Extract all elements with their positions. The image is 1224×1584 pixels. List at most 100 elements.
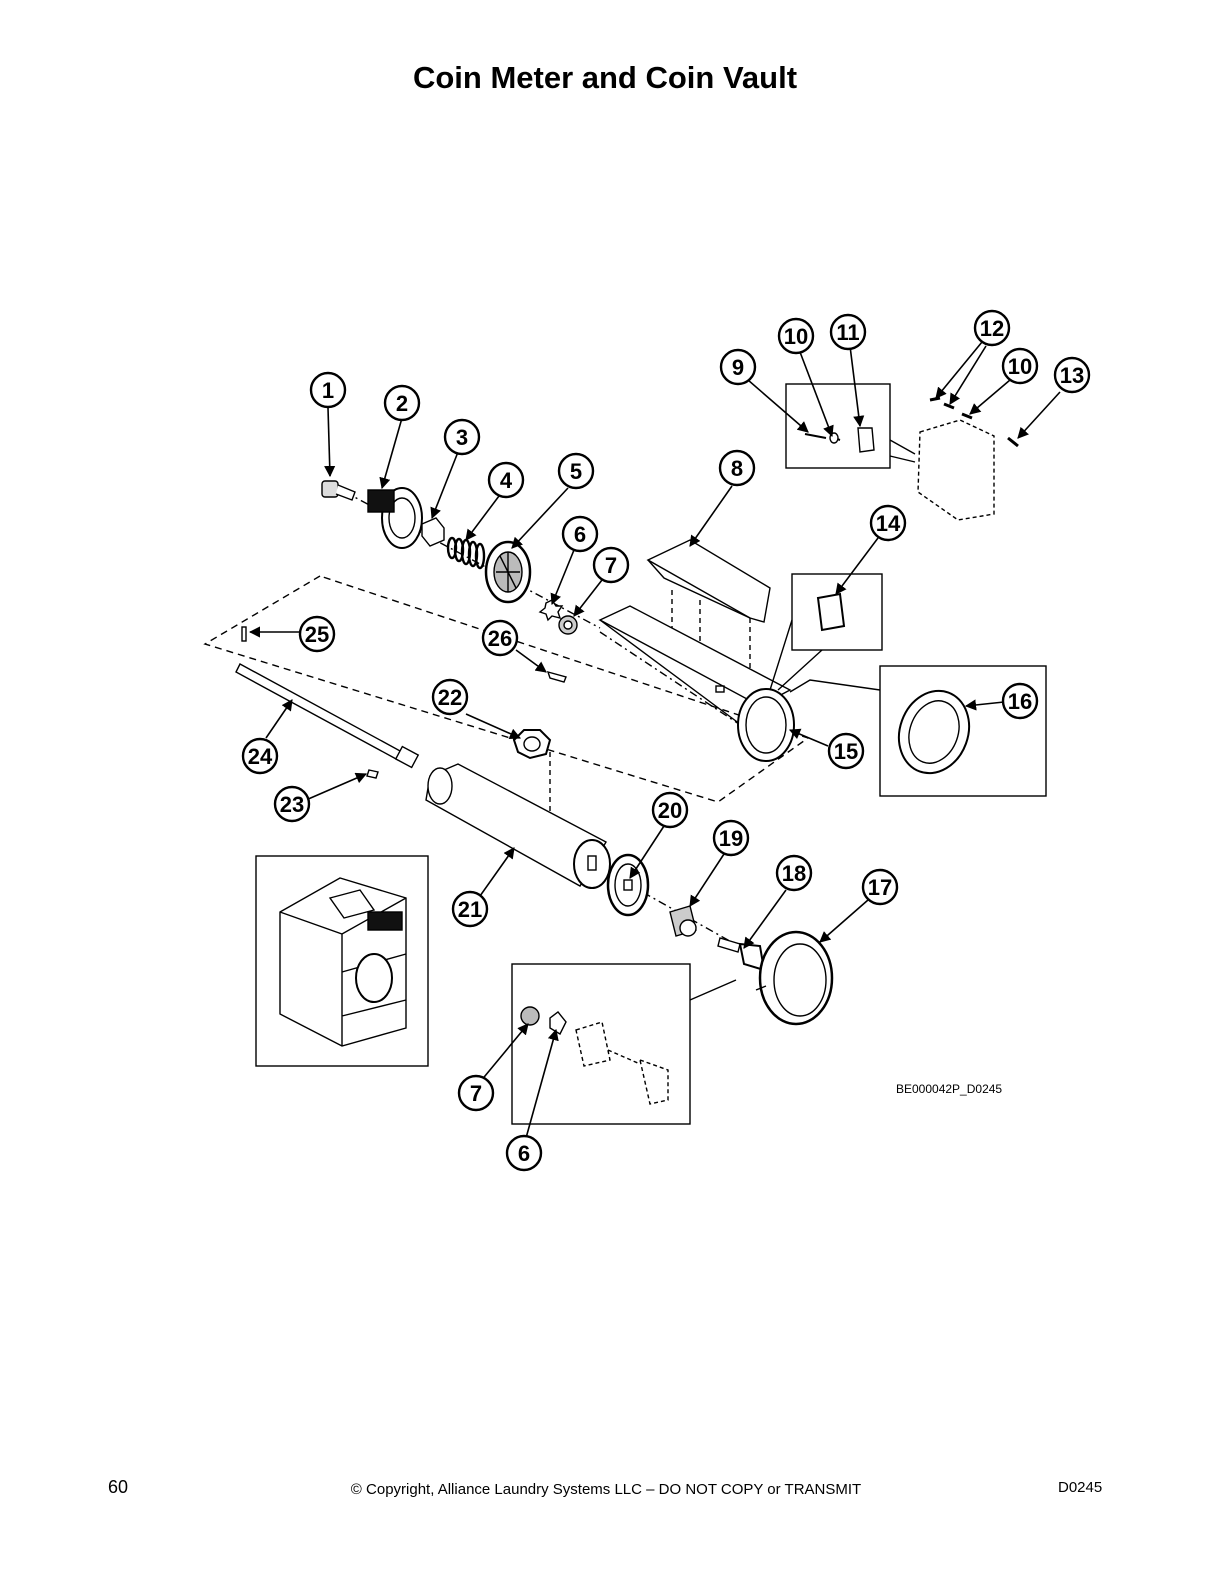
callout-13: 13 <box>1053 356 1091 394</box>
leader-26 <box>515 649 547 673</box>
leader-21 <box>479 847 515 897</box>
callout-label: 18 <box>782 861 806 886</box>
callout-label: 6 <box>574 522 586 547</box>
callout-label: 22 <box>438 685 462 710</box>
part-1-bolt <box>321 480 356 501</box>
callout-12: 12 <box>973 309 1011 347</box>
callout-18: 18 <box>775 854 813 892</box>
callout-label: 10 <box>1008 354 1032 379</box>
callout-24: 24 <box>241 737 279 775</box>
callout-1: 1 <box>309 371 347 409</box>
leader-3 <box>430 451 459 520</box>
leader-18 <box>743 889 787 949</box>
callout-5: 5 <box>557 452 595 490</box>
leader-10 <box>799 351 834 438</box>
callout-label: 23 <box>280 792 304 817</box>
copyright-notice: © Copyright, Alliance Laundry Systems LL… <box>350 1481 862 1498</box>
callout-26: 26 <box>481 619 519 657</box>
leader-12b <box>949 345 987 405</box>
part-4-spring <box>446 536 486 570</box>
callout-9: 9 <box>719 348 757 386</box>
callout-label: 11 <box>836 320 859 345</box>
leader-23 <box>305 772 368 801</box>
leader-11 <box>849 345 865 428</box>
part-2-housing <box>367 487 423 549</box>
callout-25: 25 <box>298 615 336 653</box>
part-5-wheel <box>484 540 532 604</box>
callout-label: 2 <box>396 391 408 416</box>
part-7-nut <box>558 615 578 635</box>
page-number: 60 <box>108 1477 129 1497</box>
callout-label: 9 <box>732 355 744 380</box>
leader-7b <box>479 1023 529 1083</box>
callout-label: 26 <box>488 626 512 651</box>
callout-label: 4 <box>500 468 513 493</box>
inset-box-14 <box>791 573 883 651</box>
callout-label: 13 <box>1060 363 1084 388</box>
leader-17 <box>819 899 869 943</box>
washer-machine-illustration <box>279 877 407 1047</box>
leader-12a <box>935 341 983 399</box>
callout-label: 19 <box>719 826 743 851</box>
callout-20: 20 <box>651 791 689 829</box>
document-code: D0245 <box>1058 1479 1103 1496</box>
callout-10: 10 <box>777 317 815 355</box>
callout-23: 23 <box>273 785 311 823</box>
leader-10b <box>969 379 1011 415</box>
meter-tube <box>598 605 795 762</box>
leader-1 <box>324 407 336 478</box>
leader-2 <box>379 417 403 490</box>
callout-label: 20 <box>658 798 682 823</box>
callout-14: 14 <box>869 504 907 542</box>
part-19-lock <box>669 905 697 937</box>
leader-19 <box>689 853 725 907</box>
leader-4 <box>465 491 503 541</box>
part-20-disc <box>606 853 650 917</box>
leader-22 <box>465 713 522 740</box>
callout-15: 15 <box>827 732 865 770</box>
callout-label: 8 <box>731 456 743 481</box>
leader-15 <box>788 728 829 747</box>
callout-22: 22 <box>431 678 469 716</box>
callout-6: 6 <box>505 1134 543 1172</box>
leader-24 <box>265 699 293 739</box>
dashed-bracket <box>917 419 995 521</box>
callout-21: 21 <box>451 890 489 928</box>
leader-8 <box>689 485 733 547</box>
leader-20 <box>629 825 665 879</box>
leader-6b <box>525 1028 559 1139</box>
callout-label: 17 <box>868 875 892 900</box>
callout-label: 3 <box>456 425 468 450</box>
leader-16 <box>964 699 1005 711</box>
inset-box-switch <box>785 383 891 469</box>
callout-label: 25 <box>305 622 329 647</box>
callout-4: 4 <box>487 461 525 499</box>
callout-label: 6 <box>518 1141 530 1166</box>
inset-box-washer <box>255 855 429 1067</box>
part-25-pin <box>241 626 247 642</box>
part-3-block <box>421 517 445 547</box>
callout-label: 14 <box>876 511 901 536</box>
callout-label: 10 <box>784 324 808 349</box>
callout-19: 19 <box>712 819 750 857</box>
part-17-bezel <box>755 930 834 1026</box>
part-18-key <box>717 937 766 972</box>
callout-label: 5 <box>570 459 582 484</box>
callout-label: 16 <box>1008 689 1032 714</box>
part-22-hex-nut <box>512 729 552 840</box>
inset-box-lower <box>511 963 691 1125</box>
callout-label: 7 <box>470 1081 482 1106</box>
callout-3: 3 <box>443 418 481 456</box>
callout-label: 21 <box>458 897 482 922</box>
callout-7: 7 <box>592 546 630 584</box>
drawing-reference-code: BE000042P_D0245 <box>896 1082 1003 1096</box>
callout-label: 15 <box>834 739 858 764</box>
callout-7: 7 <box>457 1074 495 1112</box>
leader-5 <box>511 487 569 549</box>
vault-assembly-dashed-outline <box>203 575 810 803</box>
leader-14 <box>835 537 879 595</box>
part-26-screw <box>546 670 567 683</box>
leader-9 <box>747 379 809 433</box>
callout-label: 7 <box>605 553 617 578</box>
